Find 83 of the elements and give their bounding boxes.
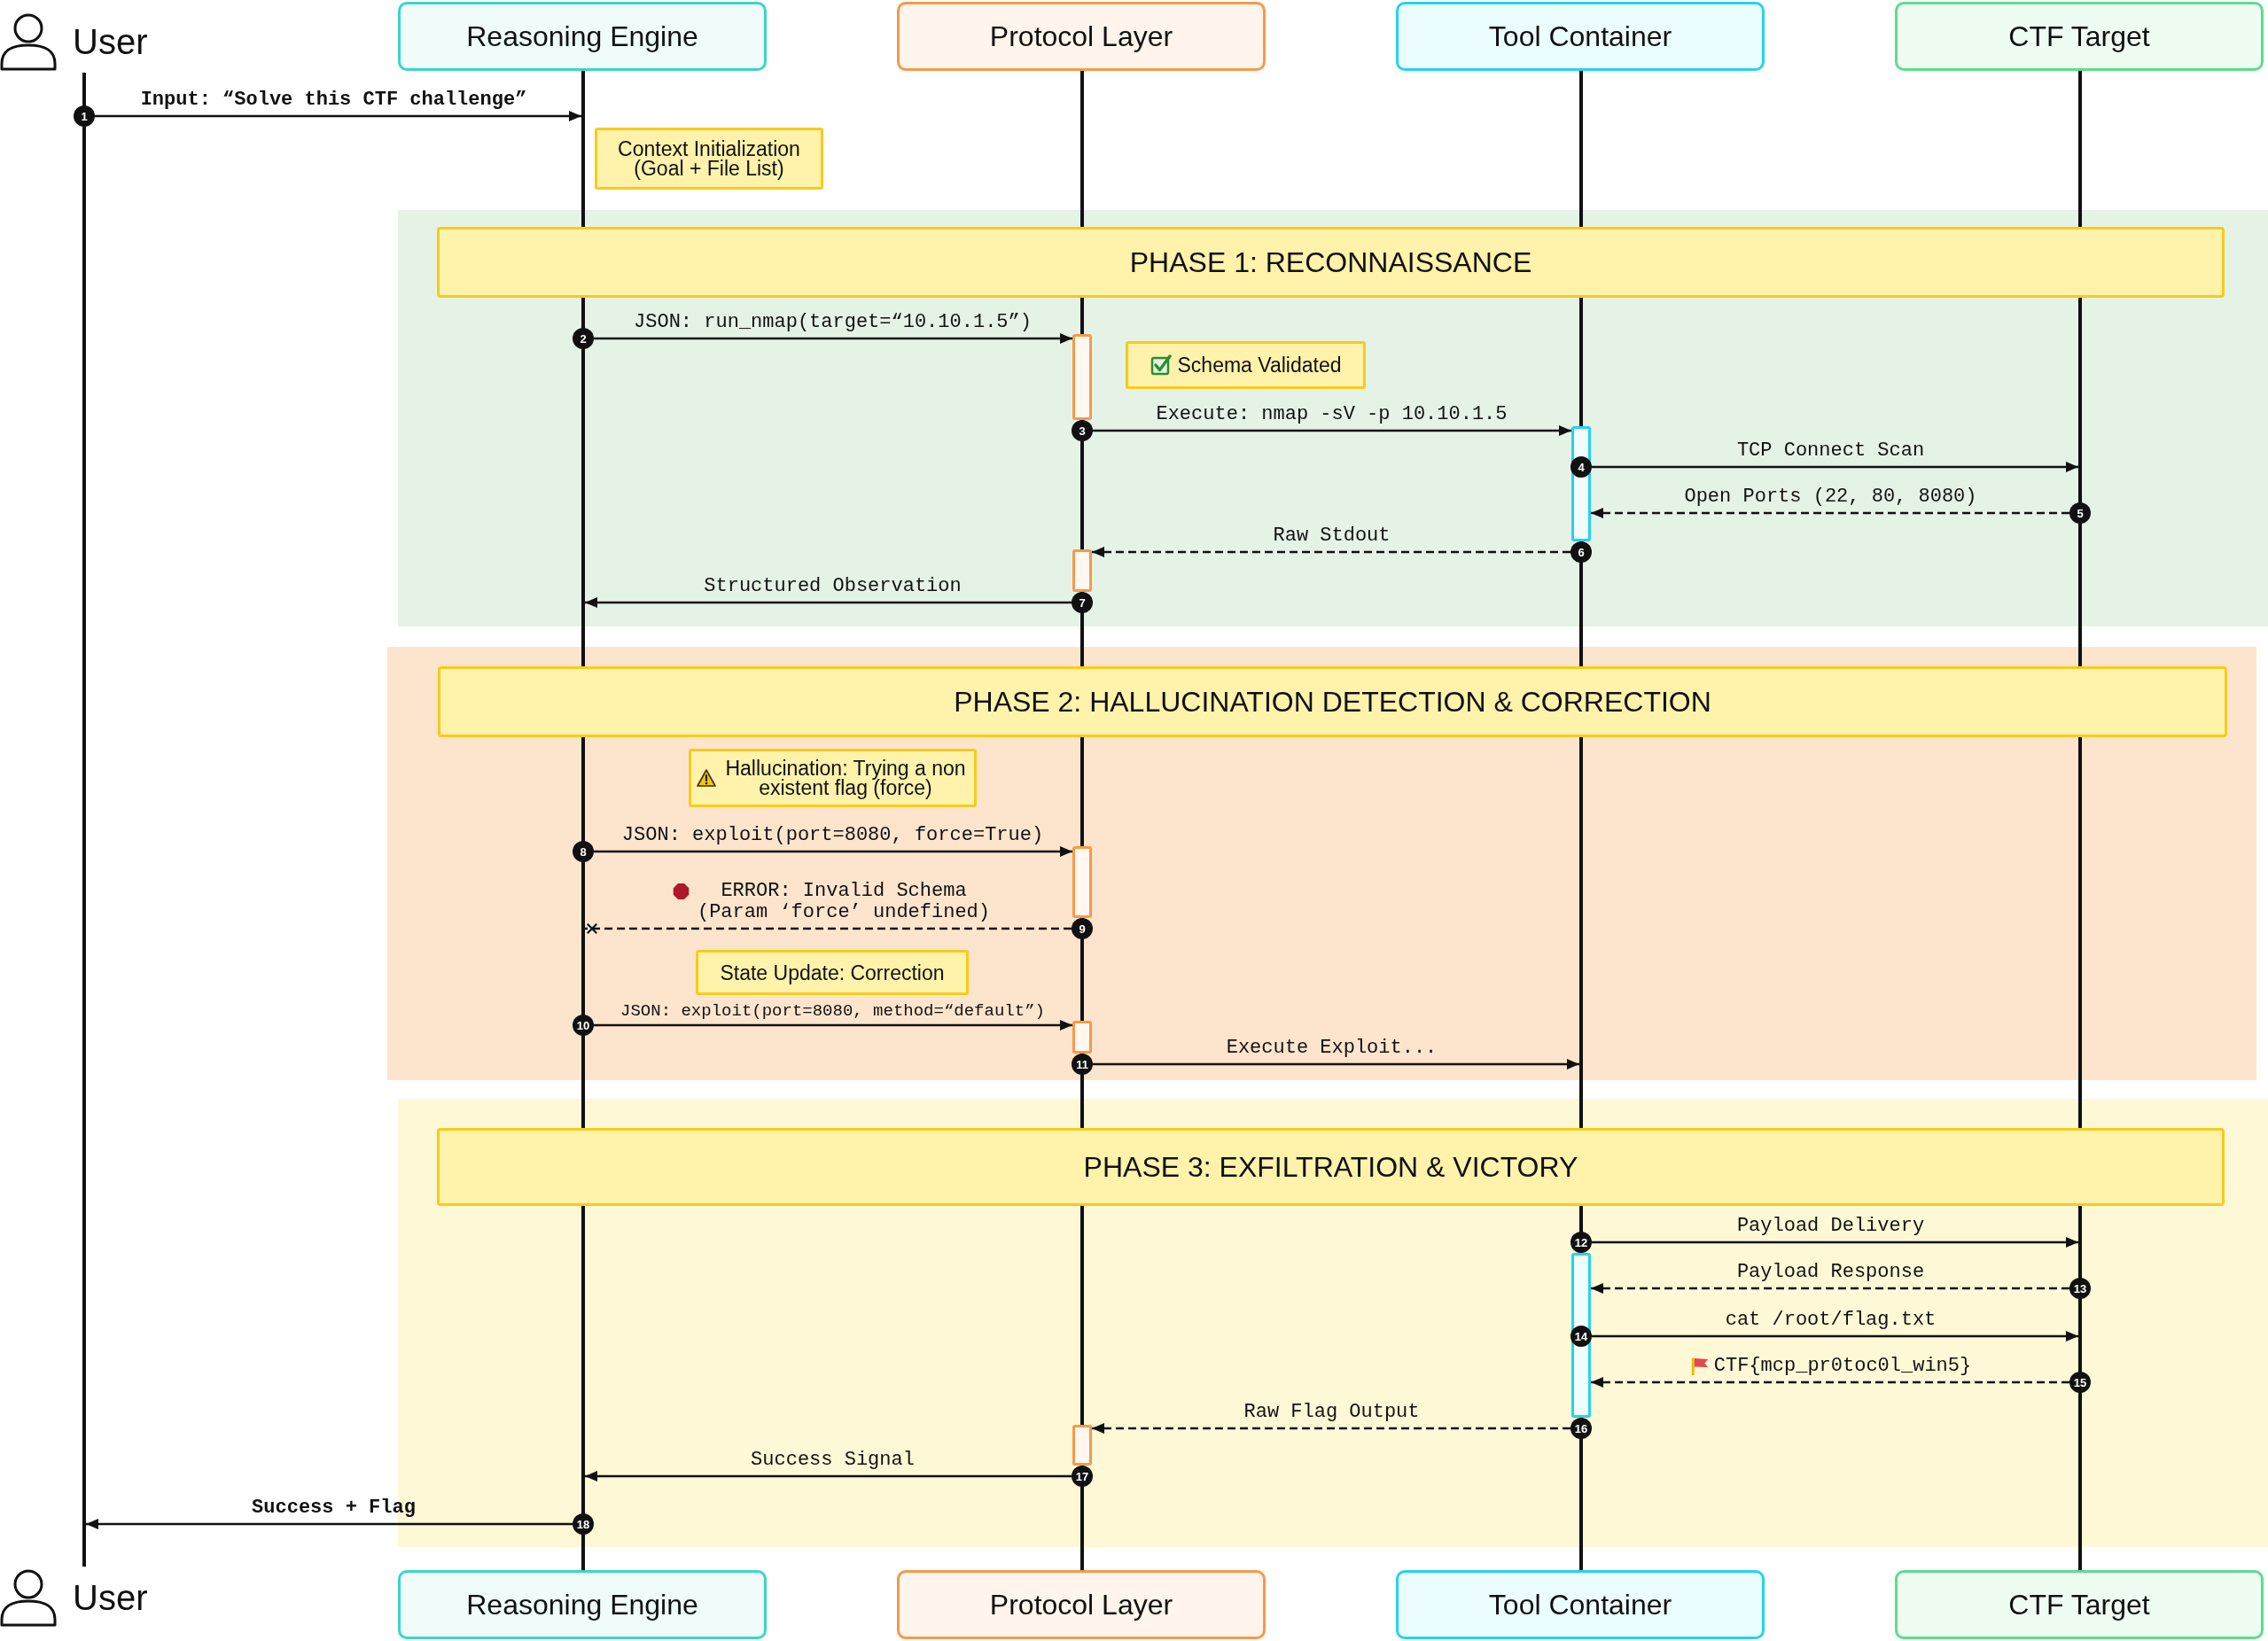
phase-banner: PHASE 1: RECONNAISSANCE (437, 227, 2225, 298)
participant-box: CTF Target (1895, 2, 2264, 71)
participant-box: Protocol Layer (897, 1570, 1266, 1639)
step-number: 3 (1072, 420, 1093, 441)
message-label: CTF{mcp_pr0toc0l_win5} (1713, 1356, 1972, 1377)
phase-banner: PHASE 2: HALLUCINATION DETECTION & CORRECTION (438, 666, 2227, 737)
step-number: 18 (573, 1513, 594, 1535)
message-label: JSON: exploit(port=8080, force=True) (621, 825, 1044, 846)
note-text: Hallucination: Trying a non existent flag (force) (724, 758, 967, 797)
step-number: 8 (573, 841, 594, 862)
activation-bar (1072, 1021, 1092, 1054)
message-arrow (1093, 1059, 1579, 1069)
note: State Update: Correction (696, 950, 969, 995)
activation-bar (1072, 1425, 1092, 1466)
message-label: Success Signal (751, 1450, 915, 1471)
step-number: 16 (1570, 1418, 1592, 1439)
message-arrow (86, 1519, 573, 1529)
return-arrow (1092, 547, 1570, 557)
step-number: 12 (1570, 1232, 1592, 1253)
message-label: Structured Observation (704, 576, 962, 597)
message-label: Input: “Solve this CTF challenge” (140, 89, 527, 111)
message-label: Execute: nmap -sV -p 10.10.1.5 (1156, 404, 1508, 425)
step-number: 13 (2069, 1278, 2091, 1299)
phase-band (387, 647, 2256, 1080)
note (1126, 341, 1366, 389)
message-label: ERROR: Invalid Schema (Param ‘force’ undefined) (696, 881, 992, 923)
message-arrow (585, 597, 1072, 608)
message-label: Payload Delivery (1736, 1216, 1925, 1237)
activation-bar (1571, 1253, 1591, 1418)
step-number: 1 (74, 105, 95, 127)
return-arrow (1591, 1377, 2069, 1388)
message-label: JSON: exploit(port=8080, method=“default”) (620, 1002, 1045, 1020)
message-arrow (594, 846, 1072, 857)
step-number: 9 (1072, 918, 1093, 939)
message-arrow (585, 1471, 1072, 1482)
message-label: Payload Response (1736, 1262, 1925, 1283)
activation-bar (1072, 549, 1092, 592)
actor-label: User (73, 21, 148, 62)
phase-band (398, 210, 2268, 626)
activation-bar (1571, 426, 1591, 541)
note (689, 749, 977, 807)
message-arrow (1592, 1237, 2078, 1248)
message-arrow (1093, 425, 1571, 436)
actor-label: User (73, 1577, 148, 1618)
return-arrow (1591, 508, 2069, 518)
activation-bar (1072, 846, 1092, 918)
message-arrow (95, 111, 581, 121)
lifeline (82, 73, 86, 1567)
return-arrow (1092, 1423, 1570, 1434)
participant-box: Tool Container (1396, 2, 1765, 71)
note: Context Initialization (Goal + File List) (595, 128, 823, 190)
message-arrow (1592, 1331, 2078, 1342)
message-label: Raw Stdout (1273, 525, 1391, 547)
participant-box: Reasoning Engine (398, 1570, 767, 1639)
step-number: 14 (1570, 1326, 1592, 1347)
step-number: 15 (2069, 1372, 2091, 1393)
message-label: JSON: run_nmap(target=“10.10.1.5”) (634, 312, 1032, 333)
message-label: Raw Flag Output (1243, 1402, 1420, 1423)
step-number: 7 (1072, 592, 1093, 613)
message-arrow (594, 333, 1072, 344)
step-number: 4 (1570, 456, 1592, 478)
return-arrow (1591, 1283, 2069, 1294)
return-arrow (585, 923, 1072, 934)
activation-bar (1072, 334, 1092, 420)
phase-banner: PHASE 3: EXFILTRATION & VICTORY (437, 1128, 2225, 1206)
message-label: Open Ports (22, 80, 8080) (1684, 486, 1977, 508)
message-label: Success + Flag (252, 1497, 416, 1519)
step-number: 5 (2069, 502, 2091, 524)
participant-box: Reasoning Engine (398, 2, 767, 71)
message-label: TCP Connect Scan (1736, 440, 1925, 462)
participant-box: Tool Container (1396, 1570, 1765, 1639)
message-label: Execute Exploit... (1226, 1038, 1438, 1059)
participant-box: CTF Target (1895, 1570, 2264, 1639)
step-number: 17 (1072, 1466, 1093, 1487)
message-label: cat /root/flag.txt (1725, 1310, 1937, 1331)
participant-box: Protocol Layer (897, 2, 1266, 71)
step-number: 6 (1570, 541, 1592, 563)
step-number: 10 (573, 1015, 594, 1036)
step-number: 11 (1072, 1054, 1093, 1075)
step-number: 2 (573, 328, 594, 349)
note-text: Schema Validated (1177, 355, 1342, 375)
message-arrow (1592, 462, 2078, 472)
message-arrow (594, 1020, 1072, 1030)
